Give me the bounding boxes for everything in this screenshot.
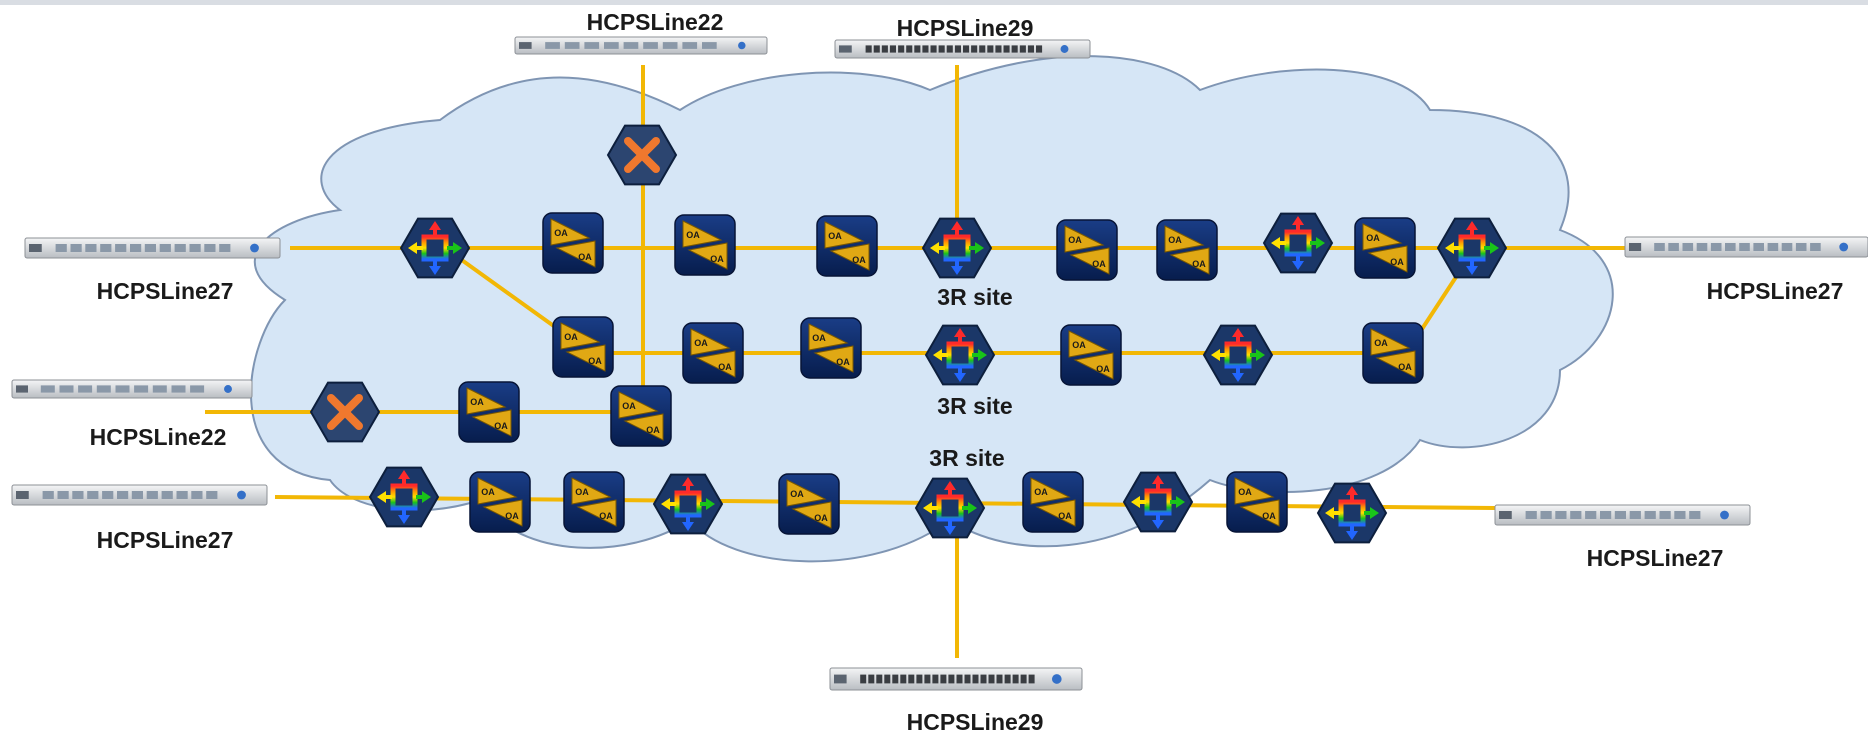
amplifier-label: OA xyxy=(1398,362,1412,372)
amplifier-label: OA xyxy=(710,254,724,264)
failed-node-icon xyxy=(606,124,678,186)
site-label-2: 3R site xyxy=(937,393,1012,419)
wss-node-icon xyxy=(368,466,440,528)
optical-amplifier-icon: OA OA xyxy=(816,215,878,277)
amplifier-label: OA xyxy=(588,356,602,366)
device-label-top-right: HCPSLine29 xyxy=(897,15,1034,41)
optical-amplifier-icon: OA OA xyxy=(542,212,604,274)
amplifier-label: OA xyxy=(828,231,842,241)
amplifier-label: OA xyxy=(1262,511,1276,521)
optical-amplifier-icon: OA OA xyxy=(1056,219,1118,281)
amplifier-label: OA xyxy=(1058,511,1072,521)
amplifier-label: OA xyxy=(599,511,613,521)
wss-node-icon xyxy=(652,473,724,535)
wss-node-icon xyxy=(399,217,471,279)
device-label-top-left: HCPSLine22 xyxy=(587,9,724,35)
amplifier-label: OA xyxy=(578,252,592,262)
amplifier-label: OA xyxy=(1192,259,1206,269)
chassis-wide-icon xyxy=(1624,236,1868,258)
top-strip xyxy=(0,0,1868,5)
device-label-right-1: HCPSLine27 xyxy=(1707,278,1844,304)
optical-amplifier-icon: OA OA xyxy=(1354,217,1416,279)
amplifier-label: OA xyxy=(1092,259,1106,269)
amplifier-label: OA xyxy=(1238,487,1252,497)
device-label-bottom: HCPSLine29 xyxy=(907,709,1044,735)
device-label-left-1: HCPSLine27 xyxy=(97,278,234,304)
chassis-small-icon xyxy=(11,379,253,399)
wss-node-icon xyxy=(1436,217,1508,279)
device-label-right-3: HCPSLine27 xyxy=(1587,545,1724,571)
optical-amplifier-icon: OA OA xyxy=(552,316,614,378)
amplifier-label: OA xyxy=(470,397,484,407)
chassis-wide-icon xyxy=(1494,504,1751,526)
device-label-left-3: HCPSLine27 xyxy=(97,527,234,553)
chassis-wide-icon xyxy=(24,237,281,259)
network-nodes: OAOAOAOAOAOAOAOAOAOAOAOAOAOAOAOAOAOAOAOA… xyxy=(309,124,1508,544)
amplifier-label: OA xyxy=(1096,364,1110,374)
chassis-large-icon xyxy=(834,39,1091,59)
amplifier-label: OA xyxy=(836,357,850,367)
optical-amplifier-icon: OA OA xyxy=(610,385,672,447)
amplifier-label: OA xyxy=(481,487,495,497)
amplifier-label: OA xyxy=(694,338,708,348)
amplifier-label: OA xyxy=(646,425,660,435)
amplifier-label: OA xyxy=(1168,235,1182,245)
chassis-wide-icon xyxy=(11,484,268,506)
device-label-left-2: HCPSLine22 xyxy=(90,424,227,450)
amplifier-label: OA xyxy=(494,421,508,431)
wss-node-icon xyxy=(924,324,996,386)
chassis-small-icon xyxy=(514,36,768,55)
optical-amplifier-icon: OA OA xyxy=(1156,219,1218,281)
amplifier-label: OA xyxy=(1072,340,1086,350)
amplifier-label: OA xyxy=(564,332,578,342)
wss-node-icon xyxy=(921,217,993,279)
optical-amplifier-icon: OA OA xyxy=(674,214,736,276)
amplifier-label: OA xyxy=(1374,338,1388,348)
wss-node-icon xyxy=(1262,212,1334,274)
wss-node-icon xyxy=(914,477,986,539)
amplifier-label: OA xyxy=(554,228,568,238)
chassis-large-icon xyxy=(829,667,1083,691)
optical-amplifier-icon: OA OA xyxy=(1022,471,1084,533)
amplifier-label: OA xyxy=(1390,257,1404,267)
optical-amplifier-icon: OA OA xyxy=(682,322,744,384)
optical-amplifier-icon: OA OA xyxy=(1226,471,1288,533)
line-devices xyxy=(11,36,1868,691)
optical-amplifier-icon: OA OA xyxy=(800,317,862,379)
site-label-3: 3R site xyxy=(929,445,1004,471)
amplifier-label: OA xyxy=(718,362,732,372)
amplifier-label: OA xyxy=(1366,233,1380,243)
amplifier-label: OA xyxy=(622,401,636,411)
amplifier-label: OA xyxy=(686,230,700,240)
amplifier-label: OA xyxy=(790,489,804,499)
optical-amplifier-icon: OA OA xyxy=(1362,322,1424,384)
optical-amplifier-icon: OA OA xyxy=(469,471,531,533)
optical-amplifier-icon: OA OA xyxy=(458,381,520,443)
wss-node-icon xyxy=(1316,482,1388,544)
optical-amplifier-icon: OA OA xyxy=(1060,324,1122,386)
network-cloud xyxy=(250,55,1614,563)
amplifier-label: OA xyxy=(812,333,826,343)
wss-node-icon xyxy=(1202,324,1274,386)
amplifier-label: OA xyxy=(1068,235,1082,245)
amplifier-label: OA xyxy=(505,511,519,521)
optical-amplifier-icon: OA OA xyxy=(778,473,840,535)
failed-node-icon xyxy=(309,381,381,443)
amplifier-label: OA xyxy=(575,487,589,497)
optical-amplifier-icon: OA OA xyxy=(563,471,625,533)
wss-node-icon xyxy=(1122,471,1194,533)
site-label-1: 3R site xyxy=(937,284,1012,310)
amplifier-label: OA xyxy=(1034,487,1048,497)
amplifier-label: OA xyxy=(852,255,866,265)
amplifier-label: OA xyxy=(814,513,828,523)
